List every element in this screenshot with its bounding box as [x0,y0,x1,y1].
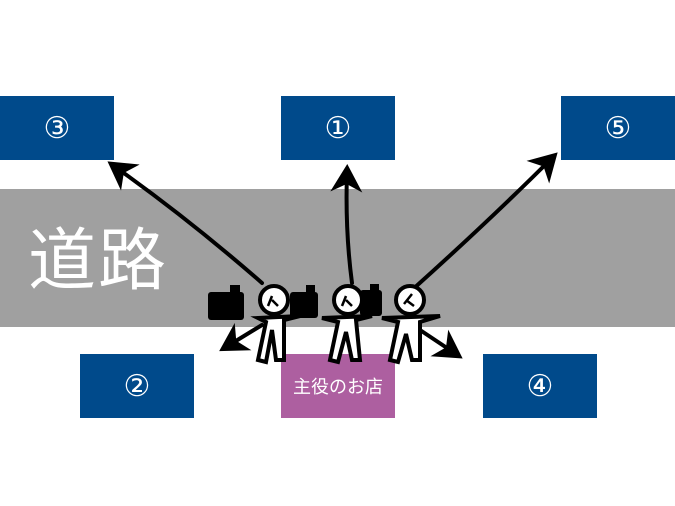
person-figures [250,284,441,365]
arrow-to-4 [418,328,463,359]
arrow-to-3 [107,161,264,285]
arrow-to-5 [410,152,558,292]
camera-icons [208,284,382,320]
destination-4: ④ [483,354,597,418]
arrow-to-1 [330,164,363,285]
person-2 [321,284,373,365]
person-1 [250,284,301,365]
road-label: 道路 [28,222,169,301]
person-3 [381,284,441,365]
destination-5: ⑤ [561,96,675,160]
arrow-to-2 [219,322,264,352]
destination-1: ① [281,96,395,160]
destination-3: ③ [0,96,114,160]
main-shop: 主役のお店 [281,354,395,418]
destination-2: ② [80,354,194,418]
